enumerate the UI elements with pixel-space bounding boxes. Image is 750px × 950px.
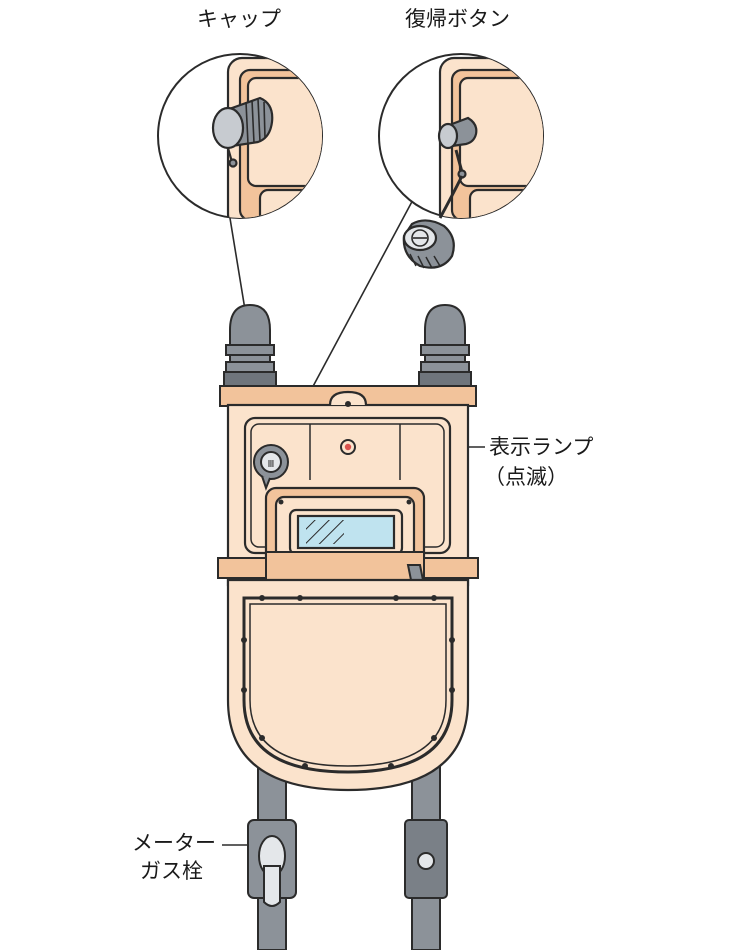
cap-detail-circle [157,53,323,219]
reset-cap-dangling [402,175,464,269]
meter-lower-body [226,578,470,792]
reset-button-on-meter: Ⅲ [253,444,289,491]
right-pipe-fitting-bolt [417,852,435,870]
meter-valve [247,819,297,907]
indicator-lamp-sublabel: （点滅） [484,465,568,489]
reset-button-label: 復帰ボタン [405,7,510,31]
meter-valve-label: メーター [132,831,216,855]
reset-button-detail-circle [378,53,544,269]
lower-right-pipe [404,759,448,950]
upper-right-pipe [418,303,472,387]
svg-text:Ⅲ: Ⅲ [268,459,275,470]
reset-button-part [437,116,478,179]
upper-left-pipe [223,303,277,387]
meter-valve-sublabel: ガス栓 [140,859,203,883]
cap-label: キャップ [197,7,281,31]
cap-part [211,96,274,168]
indicator-lamp [340,439,356,455]
indicator-lamp-label: 表示ランプ [489,435,594,459]
